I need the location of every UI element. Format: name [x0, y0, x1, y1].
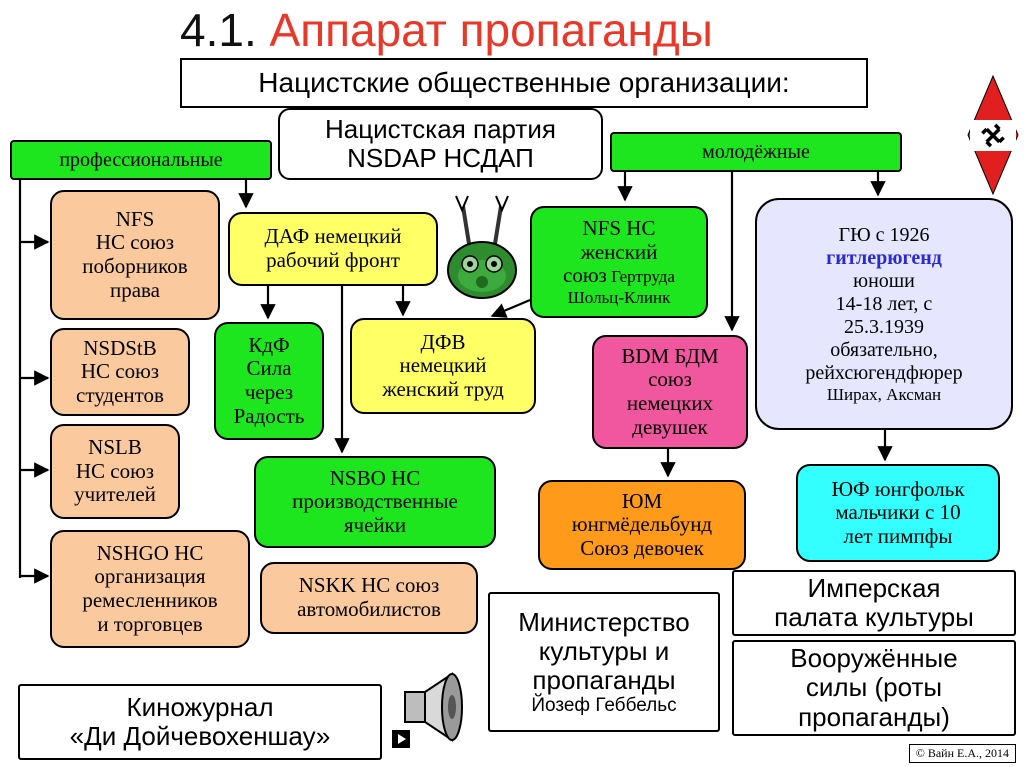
org-line: юноши — [853, 269, 915, 292]
org-line-highlight: гитлерюгенд — [826, 246, 942, 269]
org-box-nsbo: NSBO НС производственные ячейки — [254, 456, 496, 548]
org-line: немецкий — [399, 353, 487, 378]
org-line-small: Гертруда — [606, 267, 675, 287]
org-line: женский — [580, 239, 658, 264]
org-box-jm: ЮМ юнгмёдельбунд Союз девочек — [538, 480, 746, 570]
copyright-label: © Вайн Е.А., 2014 — [908, 744, 1016, 763]
armed-forces-box: Вооружённые силы (роты пропаганды) — [732, 640, 1016, 736]
org-line: автомобилистов — [297, 597, 441, 621]
org-line: лет пимпфы — [843, 523, 953, 548]
page-title: 4.1. Аппарат пропаганды — [180, 4, 713, 56]
org-line: 14-18 лет, с — [835, 292, 933, 315]
org-box-nshgo: NSHGO НС организация ремесленников и тор… — [50, 530, 250, 648]
org-line: ГЮ с 1926 — [838, 223, 930, 246]
org-box-nskk: NSKK НС союз автомобилистов — [260, 562, 478, 634]
org-line: поборников — [82, 254, 188, 278]
org-line: Киножурнал — [126, 691, 274, 722]
org-line: культуры и — [538, 635, 670, 666]
org-line: 25.3.1939 — [844, 315, 924, 338]
org-line: ДФВ — [420, 329, 466, 354]
org-line: учителей — [74, 482, 156, 507]
org-line-small: Шольц-Клинк — [567, 287, 671, 307]
title-text: Аппарат пропаганды — [269, 4, 713, 56]
org-box-nfs-women: NFS НС женский союз Гертруда Шольц-Клинк — [530, 206, 708, 318]
org-line: союз — [648, 367, 692, 392]
org-line: НС союз — [80, 359, 160, 384]
hitler-youth-emblem-icon — [967, 74, 1019, 196]
title-number: 4.1. — [180, 4, 257, 56]
org-line: производственные — [292, 489, 458, 514]
org-line: Министерство — [518, 606, 690, 637]
org-line: организация — [94, 564, 206, 589]
org-line: и торговцев — [97, 611, 203, 636]
org-line: BDM БДМ — [621, 343, 719, 368]
org-line: рабочий фронт — [266, 248, 400, 272]
org-line: Имперская — [807, 572, 941, 603]
category-professional: профессиональные — [10, 140, 272, 180]
org-line: палата культуры — [774, 602, 974, 632]
org-line-part: союз — [563, 263, 607, 288]
minister-name: Йозеф Геббельс — [531, 695, 677, 717]
org-box-bdm: BDM БДМ союз немецких девушек — [592, 335, 748, 449]
org-line: NSKK НС союз — [298, 573, 440, 598]
play-icon[interactable] — [392, 730, 410, 748]
org-line: силы (роты — [805, 672, 943, 703]
org-line: пропаганды — [532, 664, 676, 695]
org-line: NSLB — [88, 435, 142, 460]
nsdap-line2: NSDAP НСДАП — [347, 143, 534, 173]
org-line: рейхсюгендфюрер — [805, 361, 963, 384]
org-line: Вооружённые — [790, 643, 958, 674]
org-line: Сила — [246, 356, 292, 381]
org-line: НС союз — [95, 230, 175, 255]
org-line: ЮМ — [621, 488, 663, 513]
newsreel-box: Киножурнал «Ди Дойчевохеншау» — [18, 684, 382, 760]
nsdap-line1: Нацистская партия — [325, 113, 556, 144]
org-line: ДАФ немецкий — [264, 224, 402, 249]
org-line: NFS НС — [582, 216, 656, 241]
category-youth: молодёжные — [610, 132, 902, 172]
org-line: «Ди Дойчевохеншау» — [69, 721, 331, 751]
org-line: НС союз — [75, 458, 155, 483]
org-line: юнгмёдельбунд — [571, 512, 713, 537]
ministry-box: Министерство культуры и пропаганды Йозеф… — [488, 592, 720, 732]
org-box-nfs-lawyers: NFS НС союз поборников права — [50, 190, 220, 320]
org-line: NSDStB — [83, 335, 157, 360]
org-line-small: Ширах, Аксман — [826, 384, 942, 404]
category-professional-label: профессиональные — [59, 148, 223, 171]
org-line: КдФ — [248, 332, 290, 357]
org-line: девушек — [632, 414, 708, 439]
org-line: через — [244, 380, 294, 404]
nsdap-box: Нацистская партия NSDAP НСДАП — [278, 108, 603, 180]
org-line: ЮФ юнгфольк — [831, 476, 965, 501]
org-box-kdf: КдФ Сила через Радость — [214, 322, 324, 440]
org-line: студентов — [76, 382, 164, 407]
org-line: немецких — [626, 391, 714, 415]
org-box-dfv: ДФВ немецкий женский труд — [350, 318, 536, 414]
org-line: права — [109, 277, 161, 302]
org-line: Союз девочек — [580, 535, 704, 560]
category-youth-label: молодёжные — [702, 140, 810, 163]
org-line: ячейки — [343, 512, 407, 537]
green-creature-icon — [447, 195, 517, 299]
org-line: союз Гертруда — [563, 263, 675, 288]
org-line: Радость — [233, 403, 305, 428]
org-box-jungvolk: ЮФ юнгфольк мальчики с 10 лет пимпфы — [796, 464, 1000, 562]
org-box-daf: ДАФ немецкий рабочий фронт — [228, 212, 438, 286]
org-line: мальчики с 10 — [835, 500, 961, 525]
org-line: обязательно, — [830, 338, 938, 361]
org-line: NSHGO НС — [96, 540, 204, 565]
org-box-nsdstb: NSDStB НС союз студентов — [50, 328, 190, 416]
speaker-icon[interactable] — [402, 670, 468, 744]
org-line: пропаганды) — [798, 701, 950, 732]
org-box-hitler-youth: ГЮ с 1926 гитлерюгенд юноши 14-18 лет, с… — [755, 198, 1013, 430]
subtitle: Нацистские общественные организации: — [180, 58, 868, 108]
org-line: женский труд — [382, 376, 504, 401]
org-box-nslb: NSLB НС союз учителей — [50, 424, 180, 519]
org-line: NSBO НС — [329, 465, 421, 490]
org-line: NFS — [115, 206, 155, 231]
org-line: ремесленников — [82, 588, 218, 612]
imperial-culture-chamber-box: Имперская палата культуры — [732, 570, 1016, 636]
